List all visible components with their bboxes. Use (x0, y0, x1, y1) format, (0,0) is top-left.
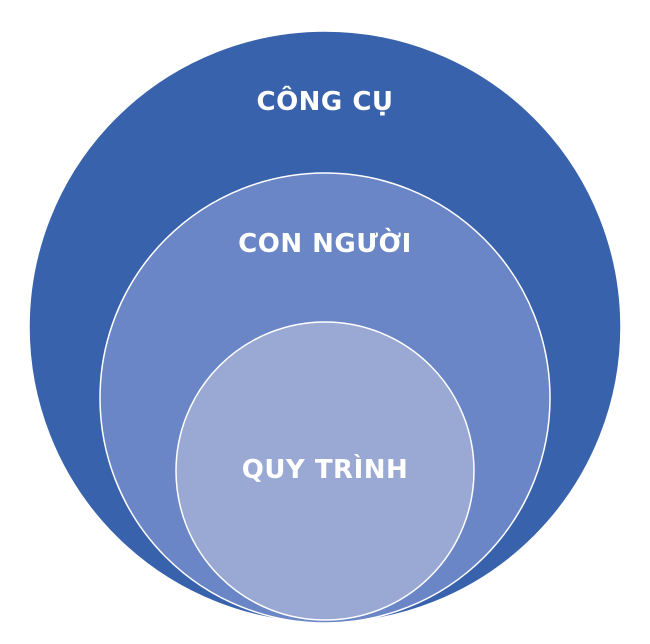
middle-circle-label: CON NGƯỜI (238, 227, 412, 259)
outer-circle-label: CÔNG CỤ (256, 85, 393, 117)
inner-circle (175, 321, 475, 621)
inner-circle-label: QUY TRÌNH (242, 453, 409, 485)
